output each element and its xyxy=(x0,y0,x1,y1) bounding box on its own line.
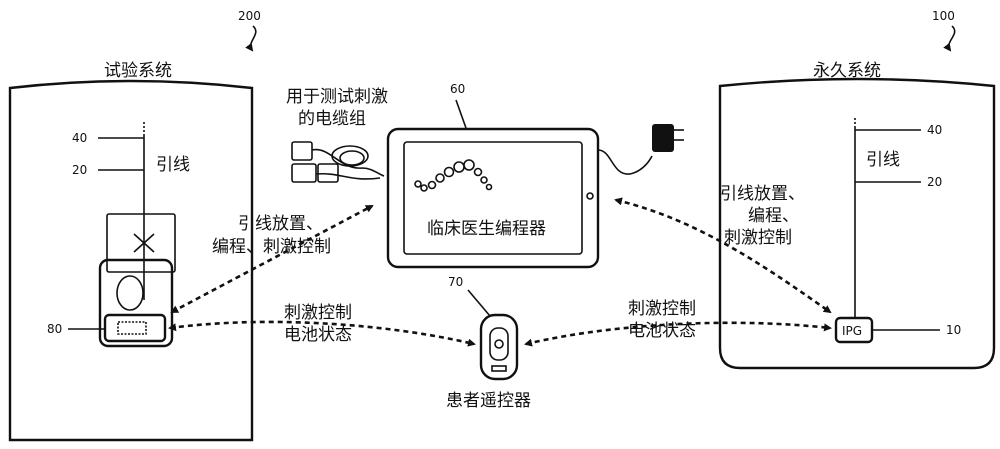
left-remote-label-1: 刺激控制 xyxy=(284,303,352,323)
trial-stimulator-icon xyxy=(117,321,147,335)
left-remote-label-2: 电池状态 xyxy=(284,325,352,345)
lead-20-number: 20 xyxy=(72,163,87,177)
ref-100-arrow xyxy=(943,25,956,52)
patient-remote-label: 患者遥控器 xyxy=(446,391,531,411)
remote-indicator xyxy=(491,365,507,372)
ref-100: 100 xyxy=(932,9,955,23)
trial-patch-x-icon xyxy=(133,233,155,253)
ipg-10-number: 10 xyxy=(946,323,961,337)
ref-70: 70 xyxy=(448,275,463,289)
test-cable-icon xyxy=(291,141,385,183)
stimulator-80-number: 80 xyxy=(47,322,62,336)
trial-lead-label: 引线 xyxy=(156,155,190,175)
permanent-system-title: 永久系统 xyxy=(813,61,881,81)
perm-lead-40-number: 40 xyxy=(927,123,942,137)
test-cable-label-line1: 用于测试刺激 xyxy=(286,87,388,107)
charger-icon xyxy=(597,124,684,175)
left-programming-label-2: 编程、刺激控制 xyxy=(212,237,331,257)
ref-70-leader xyxy=(467,289,491,317)
ref-200-arrow xyxy=(245,25,257,52)
arrow-remote-to-ipg xyxy=(524,321,832,347)
arrow-trial-to-programmer xyxy=(170,204,374,314)
right-remote-label-2: 电池状态 xyxy=(628,321,696,341)
trial-stimulator-80 xyxy=(103,313,167,343)
programmer-button xyxy=(586,192,594,200)
clinician-programmer-label: 临床医生编程器 xyxy=(427,219,546,239)
programmer-wave-graphic xyxy=(414,159,493,192)
trial-patch xyxy=(106,213,176,273)
right-remote-label-1: 刺激控制 xyxy=(628,299,696,319)
ref-60: 60 xyxy=(450,82,465,96)
right-programming-label-1: 引线放置、 xyxy=(720,184,805,204)
permanent-system-body xyxy=(718,77,996,370)
clinician-programmer xyxy=(386,127,600,269)
lead-40-number: 40 xyxy=(72,131,87,145)
trial-lead-coil xyxy=(116,275,144,311)
trial-stimulator-housing xyxy=(98,258,174,348)
left-programming-label-1: 引线放置、 xyxy=(238,214,323,234)
test-cable-label-line2: 的电缆组 xyxy=(298,109,366,129)
trial-system-title: 试验系统 xyxy=(104,61,172,81)
ref-60-leader xyxy=(455,99,467,129)
remote-center-button xyxy=(494,339,504,349)
programmer-screen xyxy=(403,141,583,255)
ipg-label: IPG xyxy=(842,324,862,338)
trial-system-body xyxy=(8,79,254,442)
perm-lead-label: 引线 xyxy=(866,150,900,170)
ref-200: 200 xyxy=(238,9,261,23)
right-programming-label-3: 刺激控制 xyxy=(724,228,792,248)
remote-control-pad xyxy=(489,327,509,361)
arrow-trial-to-remote xyxy=(168,320,476,347)
perm-lead-20-number: 20 xyxy=(927,175,942,189)
patient-remote xyxy=(479,313,519,381)
right-programming-label-2: 编程、 xyxy=(748,206,799,226)
